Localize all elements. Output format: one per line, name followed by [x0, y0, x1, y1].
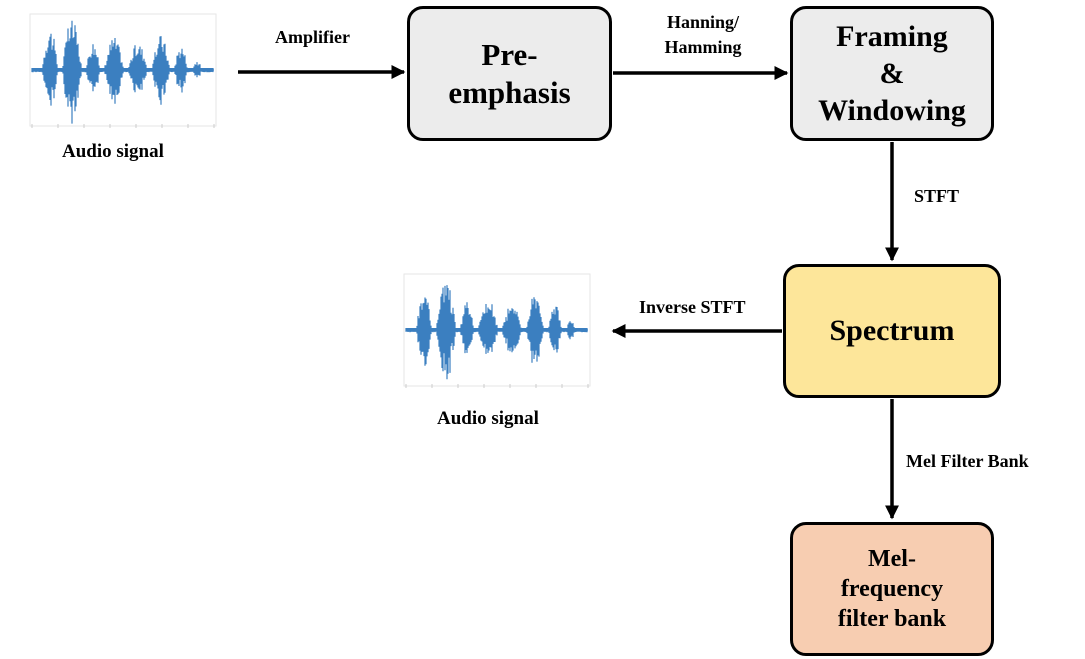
- preemphasis-line-2: emphasis: [448, 74, 571, 110]
- melbank-line-2: frequency: [840, 576, 944, 602]
- hanning-label-line: Hanning/: [666, 12, 740, 32]
- framing-windowing-box: Framing & Windowing: [790, 6, 994, 141]
- inverse-stft-label: Inverse STFT: [639, 297, 746, 317]
- mel-frequency-filter-bank-box: Mel- frequency filter bank: [790, 522, 994, 656]
- mel-filter-bank-label: Mel Filter Bank: [906, 451, 1029, 471]
- amplifier-label: Amplifier: [275, 27, 350, 47]
- audio-signal-input-label: Audio signal: [62, 141, 164, 162]
- audio-signal-output-label: Audio signal: [437, 408, 539, 429]
- spectrum-label: Spectrum: [829, 314, 955, 347]
- hamming-label-line: Hamming: [664, 37, 742, 57]
- audio-waveform-output-image: [403, 273, 591, 388]
- framing-line-2: &: [879, 57, 905, 90]
- spectrum-box: Spectrum: [783, 264, 1001, 398]
- framing-line-1: Framing: [836, 20, 948, 53]
- preemphasis-line-1: Pre-: [481, 36, 538, 72]
- audio-waveform-input-image: [29, 13, 217, 128]
- hanning-hamming-label: Hanning/ Hamming: [648, 10, 758, 60]
- framing-line-3: Windowing: [818, 94, 966, 127]
- stft-label: STFT: [914, 186, 960, 206]
- melbank-line-1: Mel-: [868, 546, 916, 572]
- melbank-line-3: filter bank: [837, 606, 947, 632]
- preemphasis-box: Pre- emphasis: [407, 6, 612, 141]
